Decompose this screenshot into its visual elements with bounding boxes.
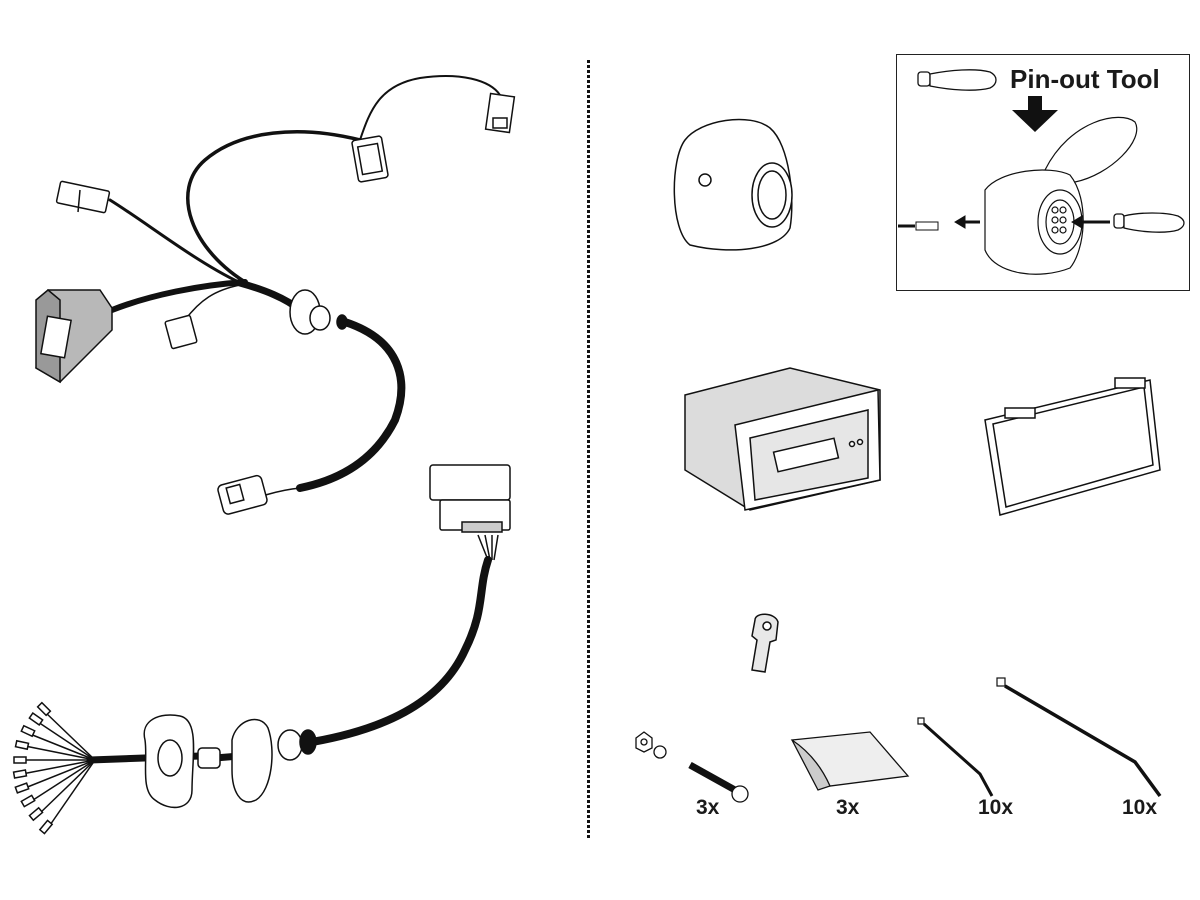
quantity-label: 3x xyxy=(696,796,720,819)
quantity-label: 10x xyxy=(978,796,1014,819)
gasket-right xyxy=(231,718,317,803)
multipin-plug xyxy=(429,464,511,561)
module-bracket xyxy=(984,377,1161,516)
pin-extraction-arrows xyxy=(898,215,1110,231)
pinout-tool-side-icon xyxy=(1113,212,1185,233)
quantity-label: 3x xyxy=(836,796,860,819)
pinout-tool-icon xyxy=(917,69,997,91)
connector-loop-plug xyxy=(351,135,389,183)
vehicle-wiring-harness xyxy=(108,75,501,497)
connector-left-plug xyxy=(55,180,111,214)
socket-housing xyxy=(673,118,793,251)
gasket-left xyxy=(143,714,221,809)
control-module xyxy=(684,367,881,511)
adhesive-pad-icon xyxy=(790,731,910,791)
pinout-tool-label: Pin-out Tool xyxy=(1010,64,1160,94)
connector-small-center xyxy=(164,314,198,350)
wire-terminals xyxy=(12,701,96,835)
connector-grey-box xyxy=(35,289,113,384)
earth-terminal xyxy=(751,613,779,673)
socket-with-lid xyxy=(984,116,1138,275)
grommet xyxy=(289,289,348,335)
quantity-label: 10x xyxy=(1122,796,1158,819)
cable-tie-short-icon xyxy=(917,717,994,797)
down-arrow-icon xyxy=(1012,96,1058,132)
connector-small-socket xyxy=(484,92,516,134)
pinout-tool-inset xyxy=(896,54,1190,291)
section-divider xyxy=(587,60,590,838)
cable-tie-long-icon xyxy=(996,677,1162,798)
connector-bottom-plug xyxy=(217,474,268,515)
nut-washer-bolt xyxy=(635,731,749,803)
